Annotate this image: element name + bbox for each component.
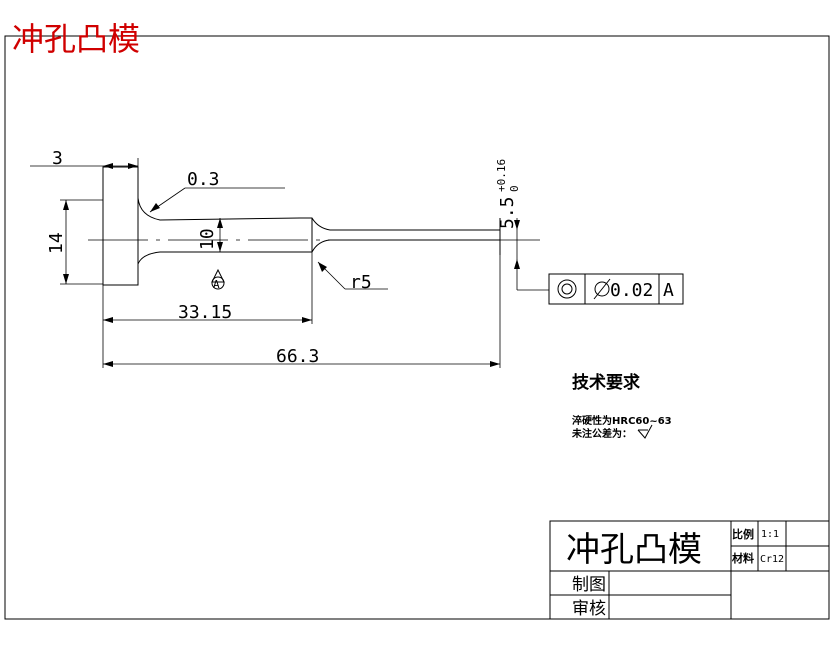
tech-notes-line-1: 淬硬性为HRC60~63 — [572, 414, 672, 427]
title-block-part-name: 冲孔凸模 — [566, 530, 702, 570]
title-block-scale-label: 比例 — [732, 527, 754, 541]
title-block-scale-value: 1:1 — [761, 529, 779, 540]
diameter-icon — [593, 278, 611, 300]
concentricity-icon — [557, 279, 577, 299]
title-block-material-value: Cr12 — [760, 554, 784, 565]
dim-fillet-r: r5 — [350, 272, 372, 293]
dim-tip-diameter: 5.5 — [497, 196, 518, 229]
datum-label: A — [213, 278, 220, 291]
feature-control-frame: 0.02 A — [548, 273, 684, 305]
dim-head-diameter: 14 — [46, 232, 67, 254]
dim-shank-length: 33.15 — [178, 302, 232, 323]
page-title: 冲孔凸模 — [12, 20, 140, 58]
title-block-drawn-label: 制图 — [572, 575, 606, 595]
title-block — [549, 520, 830, 620]
tech-notes-line-2: 未注公差为： — [571, 427, 632, 440]
dim-total-length: 66.3 — [276, 346, 319, 367]
dim-shoulder-width: 3 — [52, 148, 63, 169]
drawing-frame — [4, 35, 830, 620]
roughness-icon — [637, 424, 653, 439]
fcf-tolerance: 0.02 — [610, 280, 653, 301]
dimension-lines — [30, 158, 549, 368]
title-block-checked-label: 审核 — [572, 599, 606, 619]
dim-tol-lower: 0 — [508, 185, 521, 192]
dim-shank-diameter: 10 — [197, 228, 218, 250]
title-block-material-label: 材料 — [732, 551, 754, 565]
tech-notes-heading: 技术要求 — [572, 372, 640, 393]
dim-tol-upper: +0.16 — [495, 159, 508, 192]
dim-fillet-small: 0.3 — [187, 169, 220, 190]
fcf-datum: A — [663, 280, 674, 301]
punch-outline — [102, 166, 501, 286]
datum-marker: A — [211, 268, 225, 291]
dimension-arrows — [63, 163, 520, 367]
